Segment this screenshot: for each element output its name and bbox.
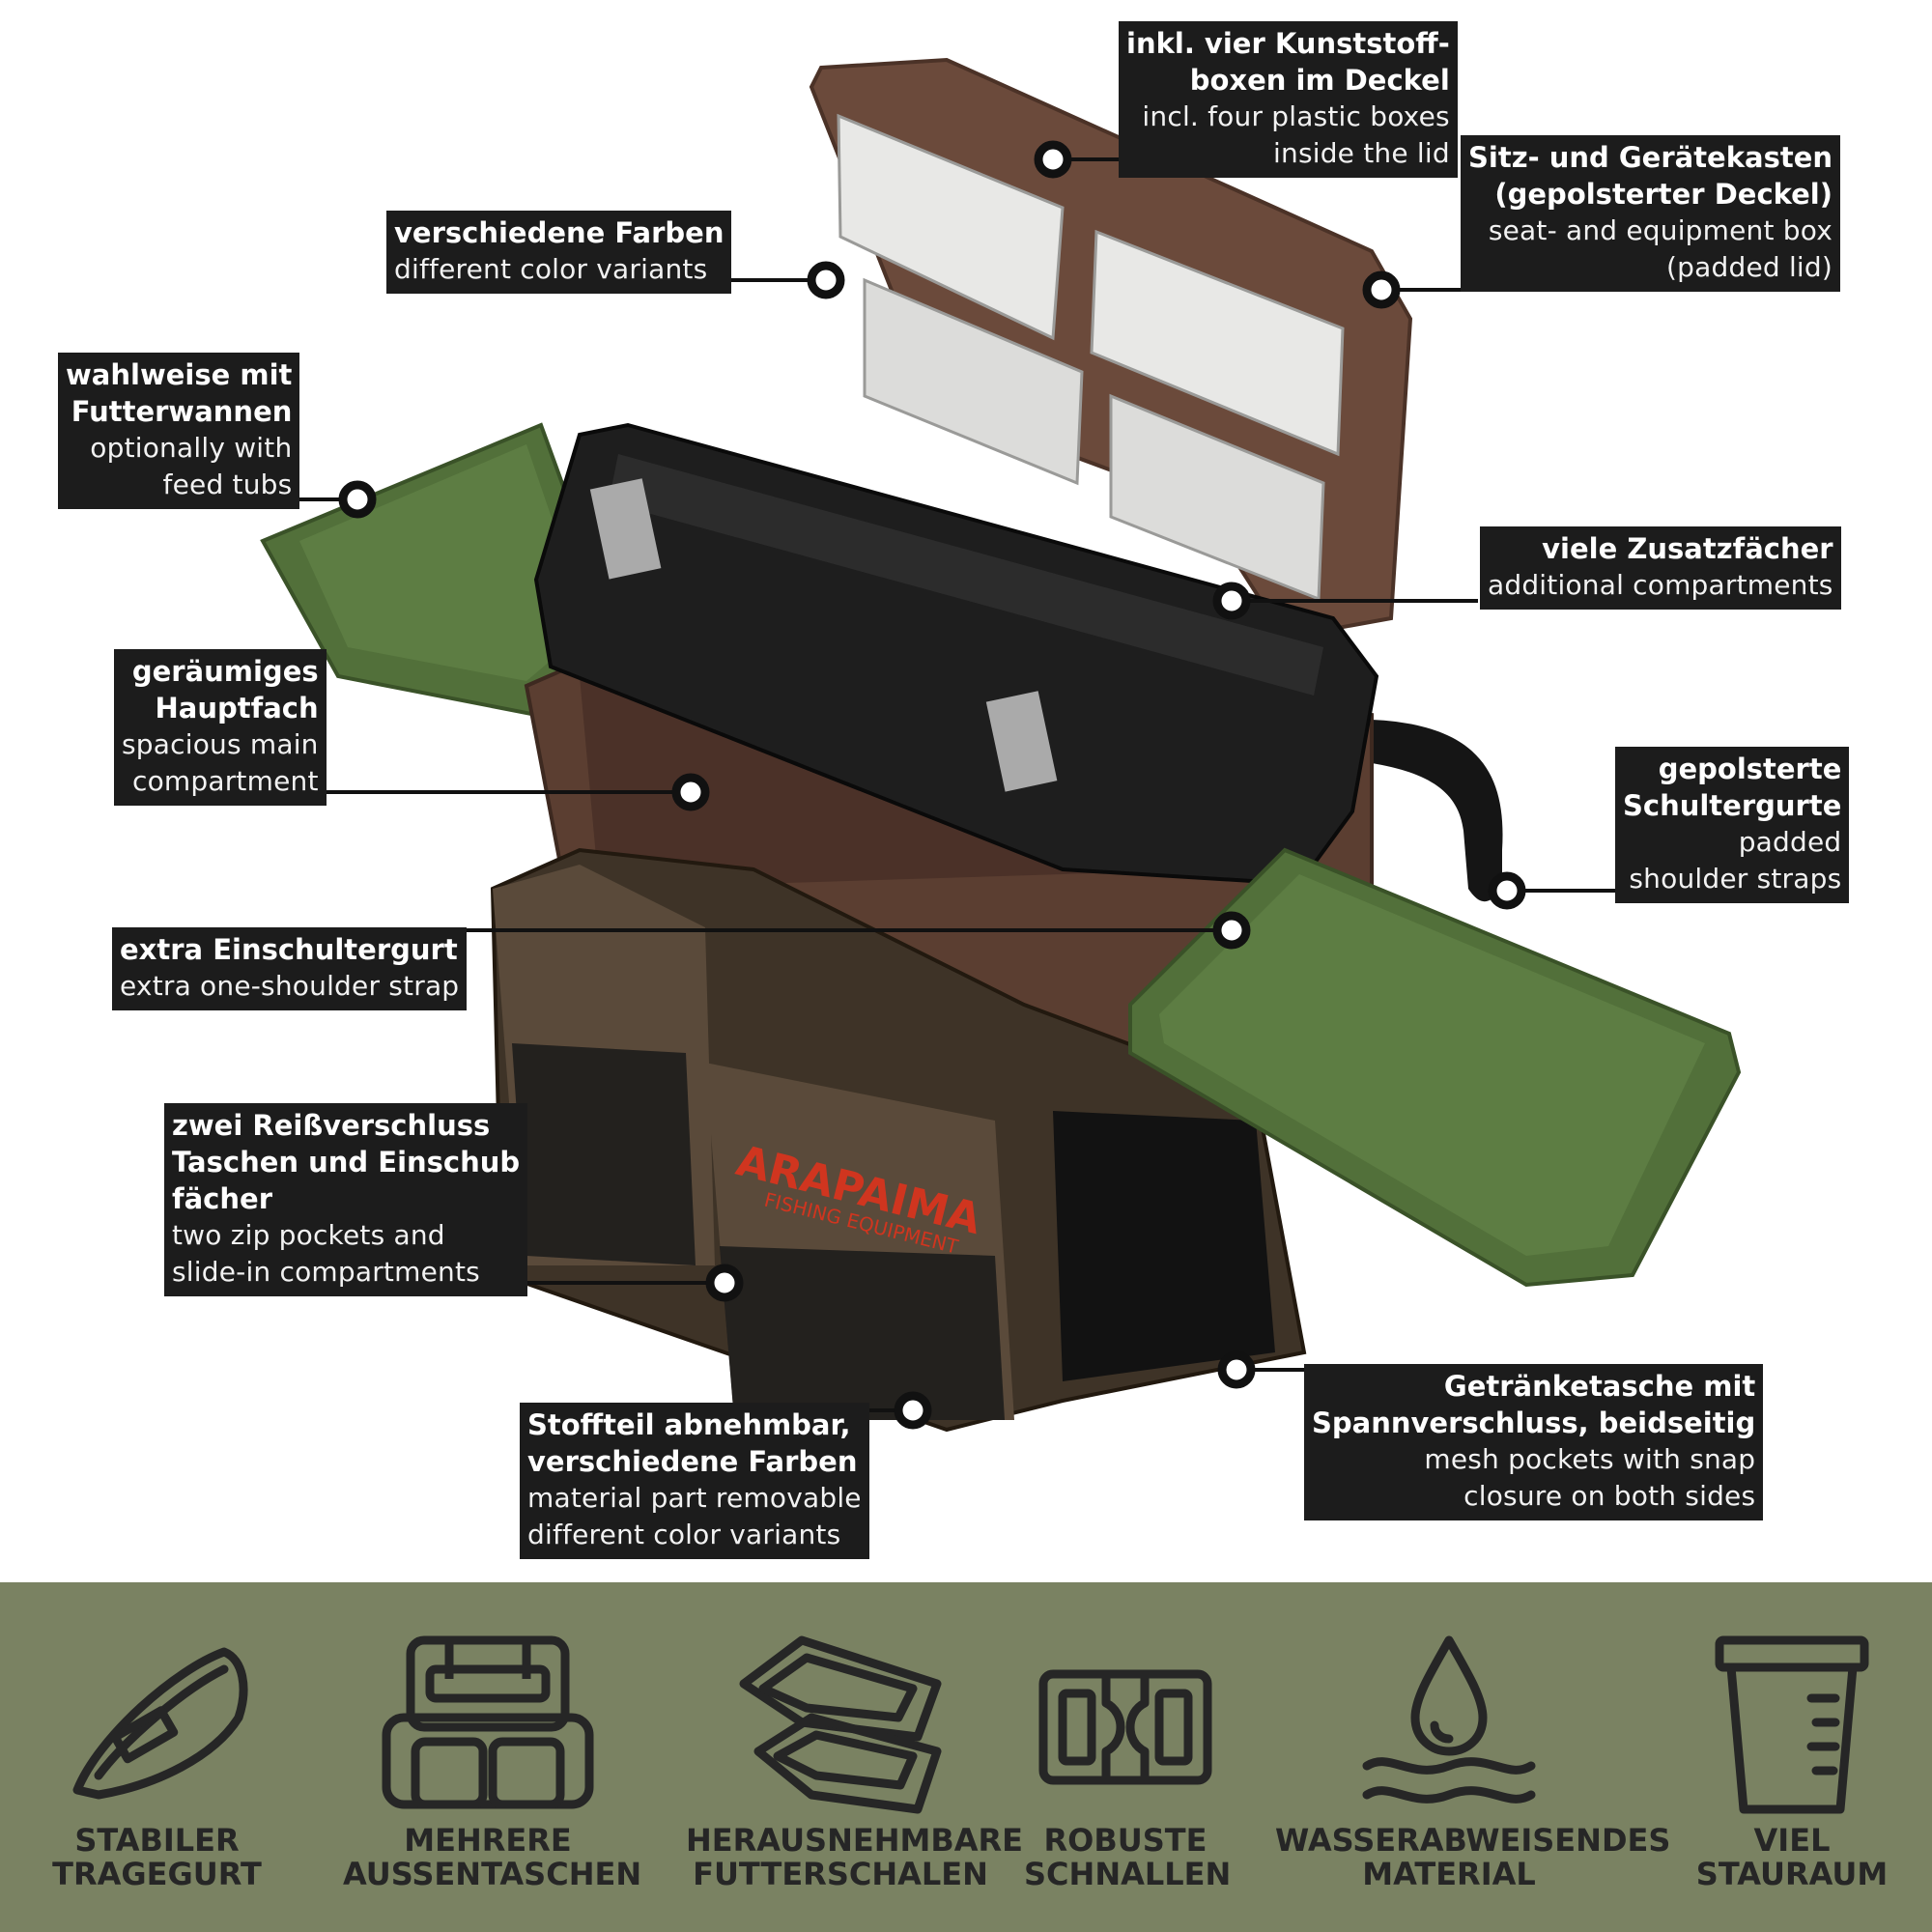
callout-dots <box>338 140 1526 1430</box>
top-tray <box>533 422 1379 887</box>
seat-box-illustration: ARAPAIMA FISHING EQUIPMENT <box>260 57 1742 1433</box>
callout-en: slide-in compartments <box>172 1256 480 1288</box>
feature-line: MATERIAL <box>1362 1856 1536 1892</box>
callout-de: Spannverschluss, beidseitig <box>1312 1406 1756 1439</box>
callout-de: Futterwannen <box>71 395 293 428</box>
callout-en: incl. four plastic boxes <box>1142 100 1450 132</box>
callout-lid-boxes: inkl. vier Kunststoff- boxen im Deckel i… <box>1119 21 1458 178</box>
callout-de: wahlweise mit <box>66 358 293 391</box>
callout-en: closure on both sides <box>1463 1480 1756 1512</box>
feature-line: TRAGEGURT <box>52 1856 262 1892</box>
callout-zip-pockets: zwei Reißverschluss Taschen und Einschub… <box>164 1103 528 1296</box>
callout-fabric-part: Stoffteil abnehmbar, verschiedene Farben… <box>520 1403 869 1559</box>
callout-en: seat- and equipment box <box>1488 214 1833 246</box>
callout-de: (gepolsterter Deckel) <box>1494 178 1833 211</box>
callout-en: compartment <box>131 765 319 797</box>
container-icon <box>1715 1635 1869 1814</box>
callout-de: Taschen und Einschub <box>172 1146 521 1179</box>
callout-de: fächer <box>172 1182 272 1215</box>
callout-main-compartment: geräumiges Hauptfach spacious main compa… <box>114 649 327 806</box>
right-feed-tub <box>1128 847 1742 1288</box>
callout-en: additional compartments <box>1488 569 1833 601</box>
feature-line: STAURAUM <box>1695 1856 1889 1892</box>
callout-en: different color variants <box>527 1519 841 1550</box>
callout-de: Getränketasche mit <box>1443 1370 1756 1403</box>
callout-de: boxen im Deckel <box>1189 64 1450 97</box>
feature-line: WASSERABWEISENDES <box>1275 1822 1671 1859</box>
callout-de: Stoffteil abnehmbar, <box>527 1408 851 1441</box>
feature-line: SCHNALLEN <box>1024 1856 1232 1892</box>
callout-en: feed tubs <box>162 469 293 500</box>
buckle-icon <box>1038 1669 1212 1785</box>
strap-icon <box>72 1647 248 1800</box>
callout-en: mesh pockets with snap <box>1424 1443 1756 1475</box>
callout-drink-pocket: Getränketasche mit Spannverschluss, beid… <box>1304 1364 1764 1520</box>
callout-colors: verschiedene Farben different color vari… <box>386 211 732 294</box>
callout-de: zwei Reißverschluss <box>172 1109 491 1142</box>
feature-line: MEHRERE <box>404 1822 572 1859</box>
feature-line: AUSSENTASCHEN <box>343 1856 642 1892</box>
callout-en: different color variants <box>394 253 708 285</box>
callout-en: spacious main <box>122 728 319 760</box>
callout-en: (padded lid) <box>1666 251 1833 283</box>
callout-en: extra one-shoulder strap <box>120 970 460 1002</box>
callout-seat-box: Sitz- und Gerätekasten (gepolsterter Dec… <box>1461 135 1841 292</box>
callout-en: material part removable <box>527 1482 862 1514</box>
callout-de: gepolsterte <box>1658 753 1842 785</box>
callout-de: Hauptfach <box>155 692 319 724</box>
backpack-icon <box>382 1635 594 1809</box>
feature-line: VIEL <box>1753 1822 1831 1859</box>
callout-compartments: viele Zusatzfächer additional compartmen… <box>1480 526 1841 610</box>
callout-en: two zip pockets and <box>172 1219 445 1251</box>
lid <box>809 57 1413 640</box>
water-icon <box>1362 1635 1536 1804</box>
callout-shoulder-straps: gepolsterte Schultergurte padded shoulde… <box>1615 747 1850 903</box>
callout-en: padded <box>1738 826 1842 858</box>
feature-line: FUTTERSCHALEN <box>693 1856 988 1892</box>
callout-de: Sitz- und Gerätekasten <box>1468 141 1833 174</box>
callout-en: optionally with <box>90 432 293 464</box>
callout-en: shoulder straps <box>1629 863 1842 895</box>
callout-de: verschiedene Farben <box>394 216 724 249</box>
callout-en: inside the lid <box>1273 137 1450 169</box>
product-image: ARAPAIMA FISHING EQUIPMENT <box>58 21 1850 1559</box>
callout-de: Schultergurte <box>1623 789 1842 822</box>
callout-de: viele Zusatzfächer <box>1542 532 1833 565</box>
feature-line: HERAUSNEHMBARE <box>686 1822 1024 1859</box>
callout-de: extra Einschultergurt <box>120 933 458 966</box>
callout-de: geräumiges <box>131 655 319 688</box>
callout-de: inkl. vier Kunststoff- <box>1126 27 1450 60</box>
feature-line: STABILER <box>74 1822 240 1859</box>
feature-line: ROBUSTE <box>1043 1822 1208 1859</box>
callout-one-shoulder-strap: extra Einschultergurt extra one-shoulder… <box>112 927 468 1010</box>
callout-feed-tubs: wahlweise mit Futterwannen optionally wi… <box>58 353 300 509</box>
trays-icon <box>739 1635 942 1814</box>
callout-de: verschiedene Farben <box>527 1445 858 1478</box>
